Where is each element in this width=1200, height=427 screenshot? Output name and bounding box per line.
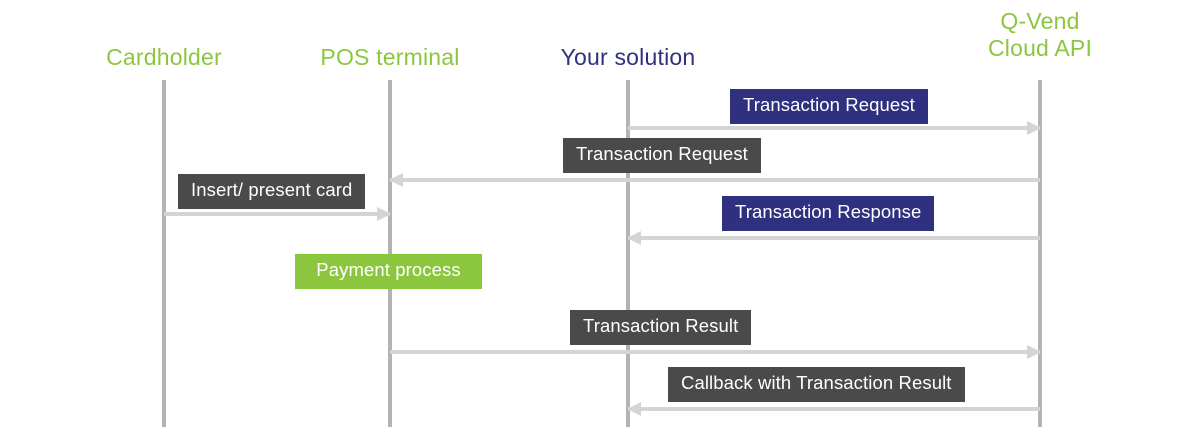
arrow-msg-insert-present-card <box>164 207 391 221</box>
arrow-shaft <box>628 236 1040 240</box>
arrow-shaft <box>164 212 390 216</box>
message-label-msg-transaction-response[interactable]: Transaction Response <box>722 196 935 231</box>
arrow-msg-transaction-response <box>627 231 1040 245</box>
arrow-msg-transaction-result <box>390 345 1041 359</box>
arrow-msg-transaction-request-to-cloud <box>628 121 1041 135</box>
arrow-head-right-icon <box>1027 345 1041 359</box>
arrow-head-right-icon <box>377 207 391 221</box>
arrow-head-left-icon <box>389 173 403 187</box>
lifeline-qvend <box>1038 80 1042 427</box>
arrow-head-left-icon <box>627 402 641 416</box>
arrow-shaft <box>390 178 1040 182</box>
arrow-shaft <box>390 350 1040 354</box>
message-label-msg-transaction-result[interactable]: Transaction Result <box>570 310 752 345</box>
message-label-msg-transaction-request-to-cloud[interactable]: Transaction Request <box>730 89 928 124</box>
message-label-msg-transaction-request-to-pos[interactable]: Transaction Request <box>563 138 761 173</box>
arrow-head-left-icon <box>627 231 641 245</box>
participant-label-cardholder[interactable]: Cardholder <box>106 44 222 70</box>
participant-label-solution[interactable]: Your solution <box>560 44 696 70</box>
arrow-shaft <box>628 407 1040 411</box>
message-label-msg-callback-transaction-result[interactable]: Callback with Transaction Result <box>668 367 965 402</box>
message-label-msg-insert-present-card[interactable]: Insert/ present card <box>178 174 366 209</box>
participant-label-qvend[interactable]: Q-Vend Cloud API <box>987 8 1093 62</box>
arrow-msg-callback-transaction-result <box>627 402 1040 416</box>
lifeline-pos <box>388 80 392 427</box>
participant-label-pos[interactable]: POS terminal <box>320 44 460 70</box>
activity-box-activity-payment-process[interactable]: Payment process <box>295 254 482 289</box>
arrow-msg-transaction-request-to-pos <box>389 173 1040 187</box>
arrow-head-right-icon <box>1027 121 1041 135</box>
arrow-shaft <box>628 126 1040 130</box>
lifeline-cardholder <box>162 80 166 427</box>
lifeline-solution <box>626 80 630 427</box>
